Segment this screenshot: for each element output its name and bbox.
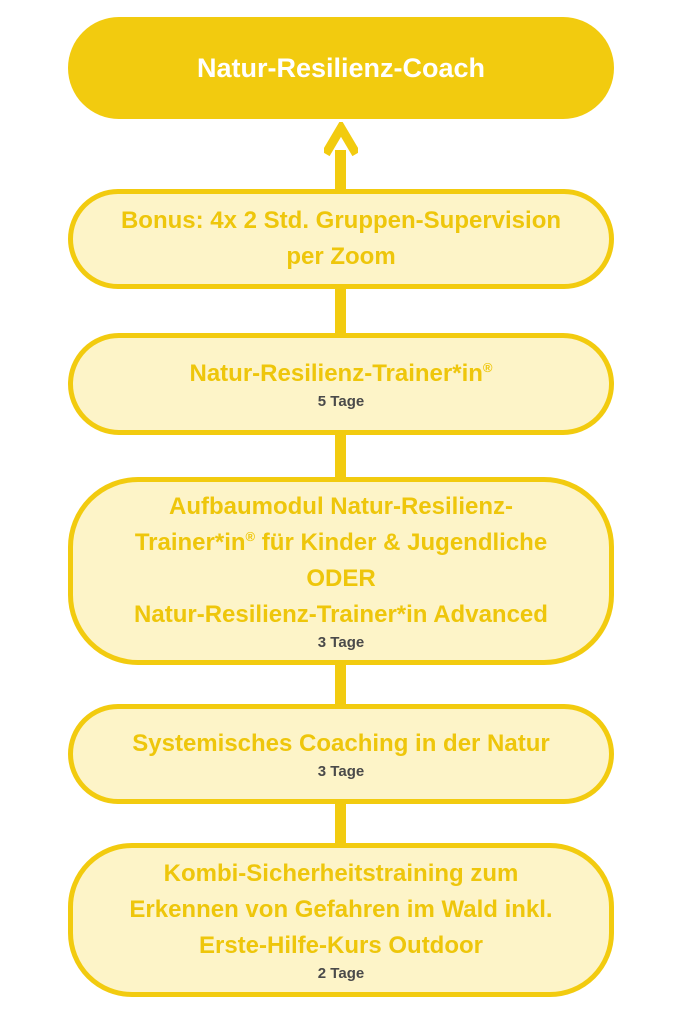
connector-line	[335, 662, 346, 706]
goal-title: Natur-Resilienz-Coach	[196, 52, 486, 83]
step-title-line: Kombi-Sicherheitstraining zum	[163, 860, 519, 887]
step-title-text: Trainer*in	[134, 529, 246, 556]
registered-mark: ®	[245, 529, 256, 544]
step-duration: 3 Tage	[317, 634, 365, 651]
step-title: Systemisches Coaching in der Natur	[132, 730, 550, 757]
step-box-coaching: Systemisches Coaching in der Natur 3 Tag…	[68, 704, 614, 804]
step-title-line: Natur-Resilienz-Trainer*in Advanced	[134, 601, 548, 628]
step-title-line: Erste-Hilfe-Kurs Outdoor	[198, 932, 483, 959]
step-box-trainer: Natur-Resilienz-Trainer*in® 5 Tage	[68, 333, 614, 435]
registered-mark: ®	[482, 360, 493, 375]
step-title-line: Bonus: 4x 2 Std. Gruppen-Supervision	[120, 207, 562, 234]
step-title-line: Erkennen von Gefahren im Wald inkl.	[129, 896, 553, 923]
connector-line	[335, 432, 346, 480]
step-title-text: für Kinder & Jugendliche	[255, 529, 548, 556]
step-title-text: Natur-Resilienz-Trainer*in	[189, 360, 483, 387]
step-box-bonus: Bonus: 4x 2 Std. Gruppen-Supervision per…	[68, 189, 614, 289]
connector-line	[335, 800, 346, 846]
step-title: Natur-Resilienz-Trainer*in®	[190, 356, 493, 392]
step-box-sicherheitstraining: Kombi-Sicherheitstraining zum Erkennen v…	[68, 843, 614, 997]
step-title-line: Trainer*in® für Kinder & Jugendliche	[135, 525, 547, 561]
arrow-up-icon	[324, 122, 358, 157]
step-duration: 5 Tage	[317, 393, 365, 410]
step-box-aufbaumodul: Aufbaumodul Natur-Resilienz- Trainer*in®…	[68, 477, 614, 665]
connector-line	[335, 286, 346, 336]
connector-line	[335, 150, 346, 192]
step-title-line: per Zoom	[286, 243, 396, 270]
step-duration: 2 Tage	[317, 965, 365, 982]
goal-box: Natur-Resilienz-Coach	[68, 17, 614, 119]
step-title-line: ODER	[306, 565, 376, 592]
step-duration: 3 Tage	[317, 763, 365, 780]
step-title-line: Aufbaumodul Natur-Resilienz-	[168, 493, 513, 520]
